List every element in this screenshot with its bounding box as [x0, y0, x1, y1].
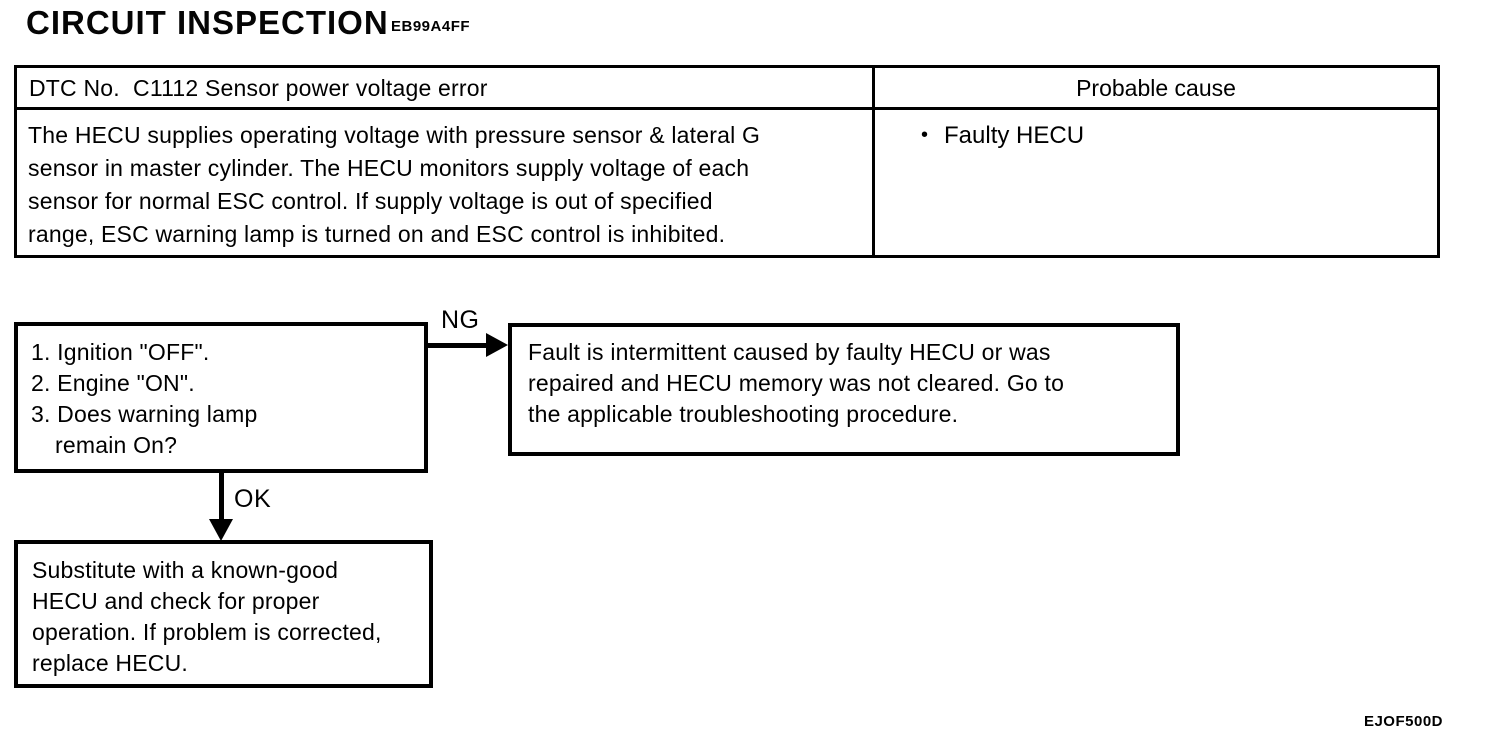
probable-cause-header: Probable cause [875, 68, 1437, 110]
check-step-line: 1. Ignition "OFF". [31, 339, 210, 365]
bullet-icon: • [921, 124, 929, 146]
flow-box-ok-result: Substitute with a known-good HECU and ch… [14, 540, 433, 688]
dtc-description-cell: The HECU supplies operating voltage with… [17, 110, 875, 255]
ok-result-line: operation. If problem is corrected, [32, 619, 382, 645]
ok-arrow [219, 473, 224, 521]
description-line: sensor for normal ESC control. If supply… [28, 188, 713, 214]
ok-branch-label: OK [234, 485, 272, 513]
check-step-line: remain On? [55, 432, 178, 458]
flow-box-ng-result: Fault is intermittent caused by faulty H… [508, 323, 1180, 456]
ok-result-line: HECU and check for proper [32, 588, 320, 614]
ok-result-line: Substitute with a known-good [32, 557, 339, 583]
flow-box-check-lamp: 1. Ignition "OFF". 2. Engine "ON". 3. Do… [14, 322, 428, 473]
ng-result-line: repaired and HECU memory was not cleared… [528, 370, 1065, 396]
ng-branch-label: NG [441, 306, 480, 334]
cause-item: • Faulty HECU [921, 122, 1431, 150]
page-title: CIRCUIT INSPECTION [26, 4, 389, 41]
probable-cause-cell: • Faulty HECU [875, 110, 1437, 255]
dtc-table: DTC No. C1112 Sensor power voltage error… [14, 65, 1440, 258]
ng-result-line: the applicable troubleshooting procedure… [528, 401, 959, 427]
ng-arrowhead-icon [486, 333, 508, 357]
ng-result-line: Fault is intermittent caused by faulty H… [528, 339, 1051, 365]
description-line: The HECU supplies operating voltage with… [28, 122, 761, 148]
cause-text: Faulty HECU [944, 122, 1085, 149]
ng-arrow [428, 343, 488, 348]
ok-arrowhead-icon [209, 519, 233, 541]
check-step-line: 3. Does warning lamp [31, 401, 258, 427]
description-line: sensor in master cylinder. The HECU moni… [28, 155, 750, 181]
description-line: range, ESC warning lamp is turned on and… [28, 221, 726, 247]
page-footer-code: EJOF500D [1363, 713, 1443, 730]
dtc-number-header: DTC No. C1112 Sensor power voltage error [17, 68, 875, 110]
check-step-line: 2. Engine "ON". [31, 370, 195, 396]
page-header-code: EB99A4FF [391, 18, 471, 35]
ok-result-line: replace HECU. [32, 650, 188, 676]
